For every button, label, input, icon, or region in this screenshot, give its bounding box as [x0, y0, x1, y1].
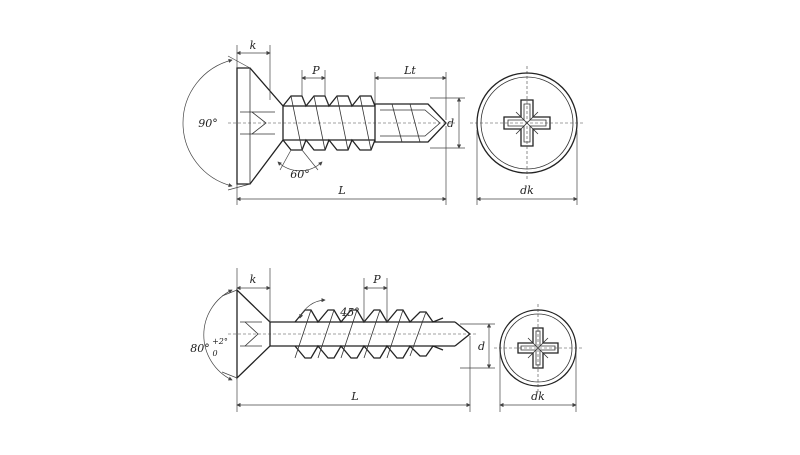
- screw-2-dk-label: dk: [531, 390, 545, 403]
- screw-2-head-angle: 80°: [190, 342, 210, 355]
- screw-2-head-angle-tol-lower: 0: [212, 349, 217, 358]
- screw-1-lt-label: Lt: [403, 64, 416, 77]
- screw-1-dk-label: dk: [520, 184, 534, 197]
- screw-1-dimensions: k P Lt d L 90° 60°: [182, 39, 465, 205]
- screw-1-l-label: L: [337, 184, 345, 197]
- screw-1-p-label: P: [311, 64, 320, 77]
- screw-2-side-view: [228, 288, 478, 380]
- screw-2-k-label: k: [250, 273, 257, 286]
- screw-1-head-top-view: dk: [470, 66, 585, 205]
- screw-2-p-label: P: [372, 273, 381, 286]
- screw-2-head-top-view: dk: [494, 304, 584, 412]
- screw-2-d-label: d: [478, 340, 485, 353]
- screw-1-d-label: d: [447, 117, 454, 130]
- screw-2-thread-angle: 45°: [339, 306, 360, 319]
- screw-1-head-angle: 90°: [198, 117, 218, 130]
- screw-2-dimensions: k P 45° d L 80° +2° 0: [190, 268, 495, 412]
- screw-2-head-angle-tol-upper: +2°: [212, 337, 228, 346]
- screw-2-l-label: L: [350, 390, 358, 403]
- screw-1-thread-angle: 60°: [290, 168, 310, 181]
- screw-1-k-label: k: [250, 39, 257, 52]
- screw-1-side-view: [228, 67, 455, 185]
